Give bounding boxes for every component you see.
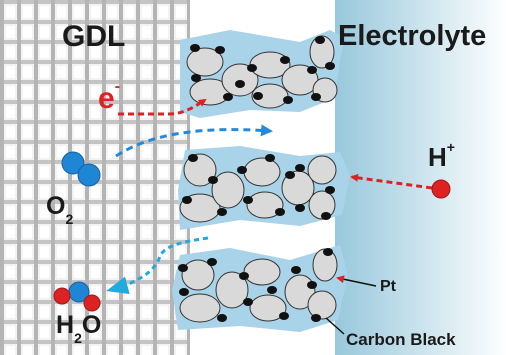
platinum-particles (190, 36, 335, 104)
platinum-particles (182, 154, 335, 220)
carbon-pointer-line (325, 317, 345, 335)
electrolyte-label: Electrolyte (338, 20, 487, 52)
platinum-label: Pt (380, 278, 396, 295)
water-molecule (53, 281, 101, 312)
platinum-particles (178, 248, 333, 322)
water-label: H2O (56, 311, 102, 346)
water-arrow (106, 236, 209, 295)
pt-pointer-line (336, 275, 377, 287)
proton-particle (431, 179, 451, 199)
oxygen-arrow (115, 124, 273, 158)
electrolyte-region (335, 0, 508, 355)
proton-arrow (350, 173, 433, 190)
carbon-particles (179, 248, 338, 323)
electron-label: e- (98, 78, 121, 115)
carbon-black-label: Carbon Black (346, 330, 456, 349)
proton-label: H+ (428, 139, 455, 172)
catalyst-strand-top (180, 30, 345, 118)
oxygen-molecule (61, 151, 101, 187)
oxygen-label: O2 (46, 192, 74, 227)
carbon-particles (179, 153, 337, 223)
catalyst-strand-bottom (172, 245, 348, 332)
catalyst-strand-middle (178, 146, 350, 230)
gdl-label: GDL (62, 20, 126, 53)
electron-arrow (118, 98, 207, 116)
